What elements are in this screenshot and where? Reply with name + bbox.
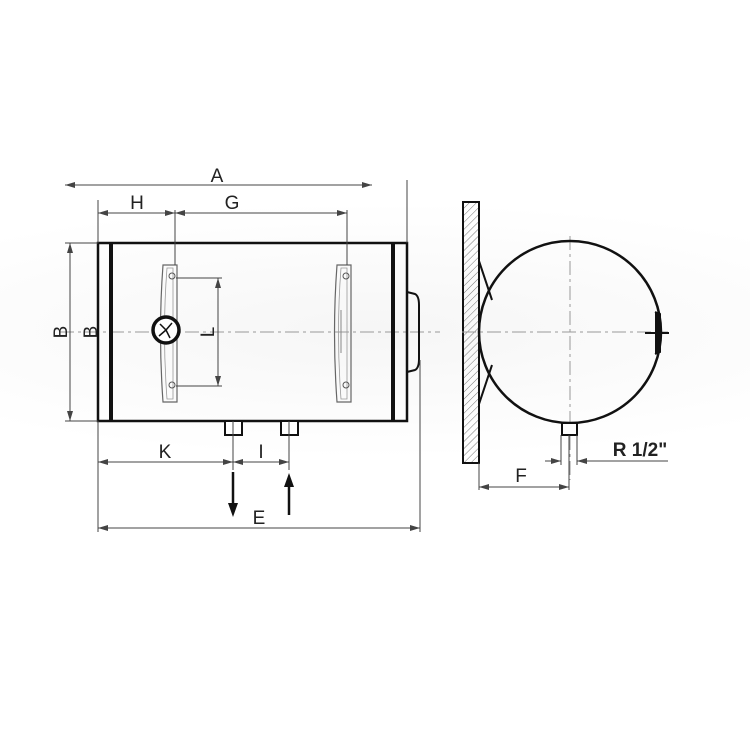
label-I: I	[258, 442, 263, 463]
pipe-connection	[561, 422, 578, 436]
label-A: A	[211, 166, 224, 187]
wall-bracket	[478, 260, 493, 405]
right-mounting-bracket	[333, 264, 352, 403]
tank-body	[96, 241, 409, 423]
thermometer-dial-icon	[151, 315, 181, 345]
front-view: A H G B B L K I E	[51, 166, 440, 532]
label-K: K	[159, 442, 172, 463]
label-thread-size: R 1/2"	[613, 440, 667, 461]
hot-water-out-arrow-icon	[228, 472, 238, 517]
label-B-inner: B	[81, 326, 102, 339]
label-E: E	[253, 508, 266, 529]
left-mounting-bracket	[159, 264, 178, 403]
label-B-outer: B	[51, 326, 72, 339]
label-L: L	[198, 327, 219, 338]
flange-fitting	[406, 291, 420, 373]
label-F: F	[515, 466, 527, 487]
label-G: G	[225, 193, 240, 214]
cold-water-in-arrow-icon	[284, 473, 294, 515]
side-view: F R 1/2"	[462, 201, 669, 490]
label-H: H	[130, 193, 144, 214]
